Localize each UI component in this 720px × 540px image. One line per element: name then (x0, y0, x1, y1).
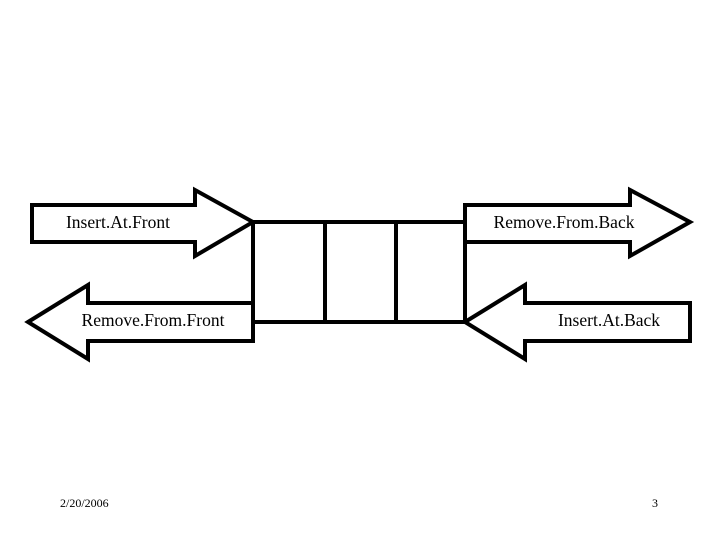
remove-from-back-arrow[interactable] (463, 186, 695, 260)
remove-from-front-label: Remove.From.Front (81, 310, 225, 330)
footer-date: 2/20/2006 (60, 496, 109, 510)
insert-at-front-label: Insert.At.Front (65, 212, 171, 232)
insert-at-back-label: Insert.At.Back (557, 310, 661, 330)
insert-at-back-arrow[interactable] (461, 281, 692, 363)
remove-from-back-label: Remove.From.Back (493, 212, 635, 232)
footer-page-number: 3 (652, 496, 658, 510)
insert-at-front-arrow[interactable] (30, 186, 258, 260)
deque-container-box (251, 220, 467, 324)
